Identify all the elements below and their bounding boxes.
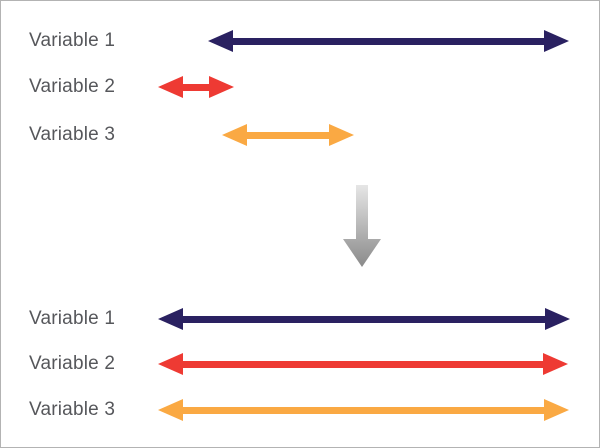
variable-1-range-arrow-after	[158, 307, 570, 331]
variable-3-label: Variable 3	[29, 124, 116, 145]
arrow-shaft	[178, 360, 548, 368]
arrow-right-head-icon	[545, 307, 570, 330]
variable-2-label: Variable 2	[29, 76, 116, 97]
variable-2-label: Variable 2	[29, 353, 116, 374]
variable-1-label: Variable 1	[29, 308, 116, 329]
arrow-shaft	[228, 37, 549, 45]
arrow-right-head-icon	[209, 75, 234, 98]
arrow-left-head-icon	[158, 307, 183, 330]
variable-3-label: Variable 3	[29, 399, 116, 420]
arrow-shaft	[242, 131, 334, 139]
arrow-left-head-icon	[208, 29, 233, 52]
arrow-left-head-icon	[158, 352, 183, 375]
arrow-left-head-icon	[158, 398, 183, 421]
variable-2-range-arrow-after	[158, 352, 568, 376]
transform-down-arrow-icon	[343, 185, 381, 267]
variable-1-label: Variable 1	[29, 30, 116, 51]
arrow-shaft	[178, 315, 550, 323]
arrow-right-head-icon	[544, 29, 569, 52]
arrow-shaft	[178, 406, 549, 414]
arrow-right-head-icon	[544, 398, 569, 421]
variable-3-range-arrow-before	[222, 123, 354, 147]
variable-2-range-arrow-before	[158, 75, 234, 99]
variable-3-range-arrow-after	[158, 398, 569, 422]
arrow-left-head-icon	[158, 75, 183, 98]
variable-1-range-arrow-before	[208, 29, 569, 53]
arrow-shaft	[178, 83, 214, 91]
arrow-left-head-icon	[222, 123, 247, 146]
arrow-right-head-icon	[543, 352, 568, 375]
arrow-right-head-icon	[329, 123, 354, 146]
